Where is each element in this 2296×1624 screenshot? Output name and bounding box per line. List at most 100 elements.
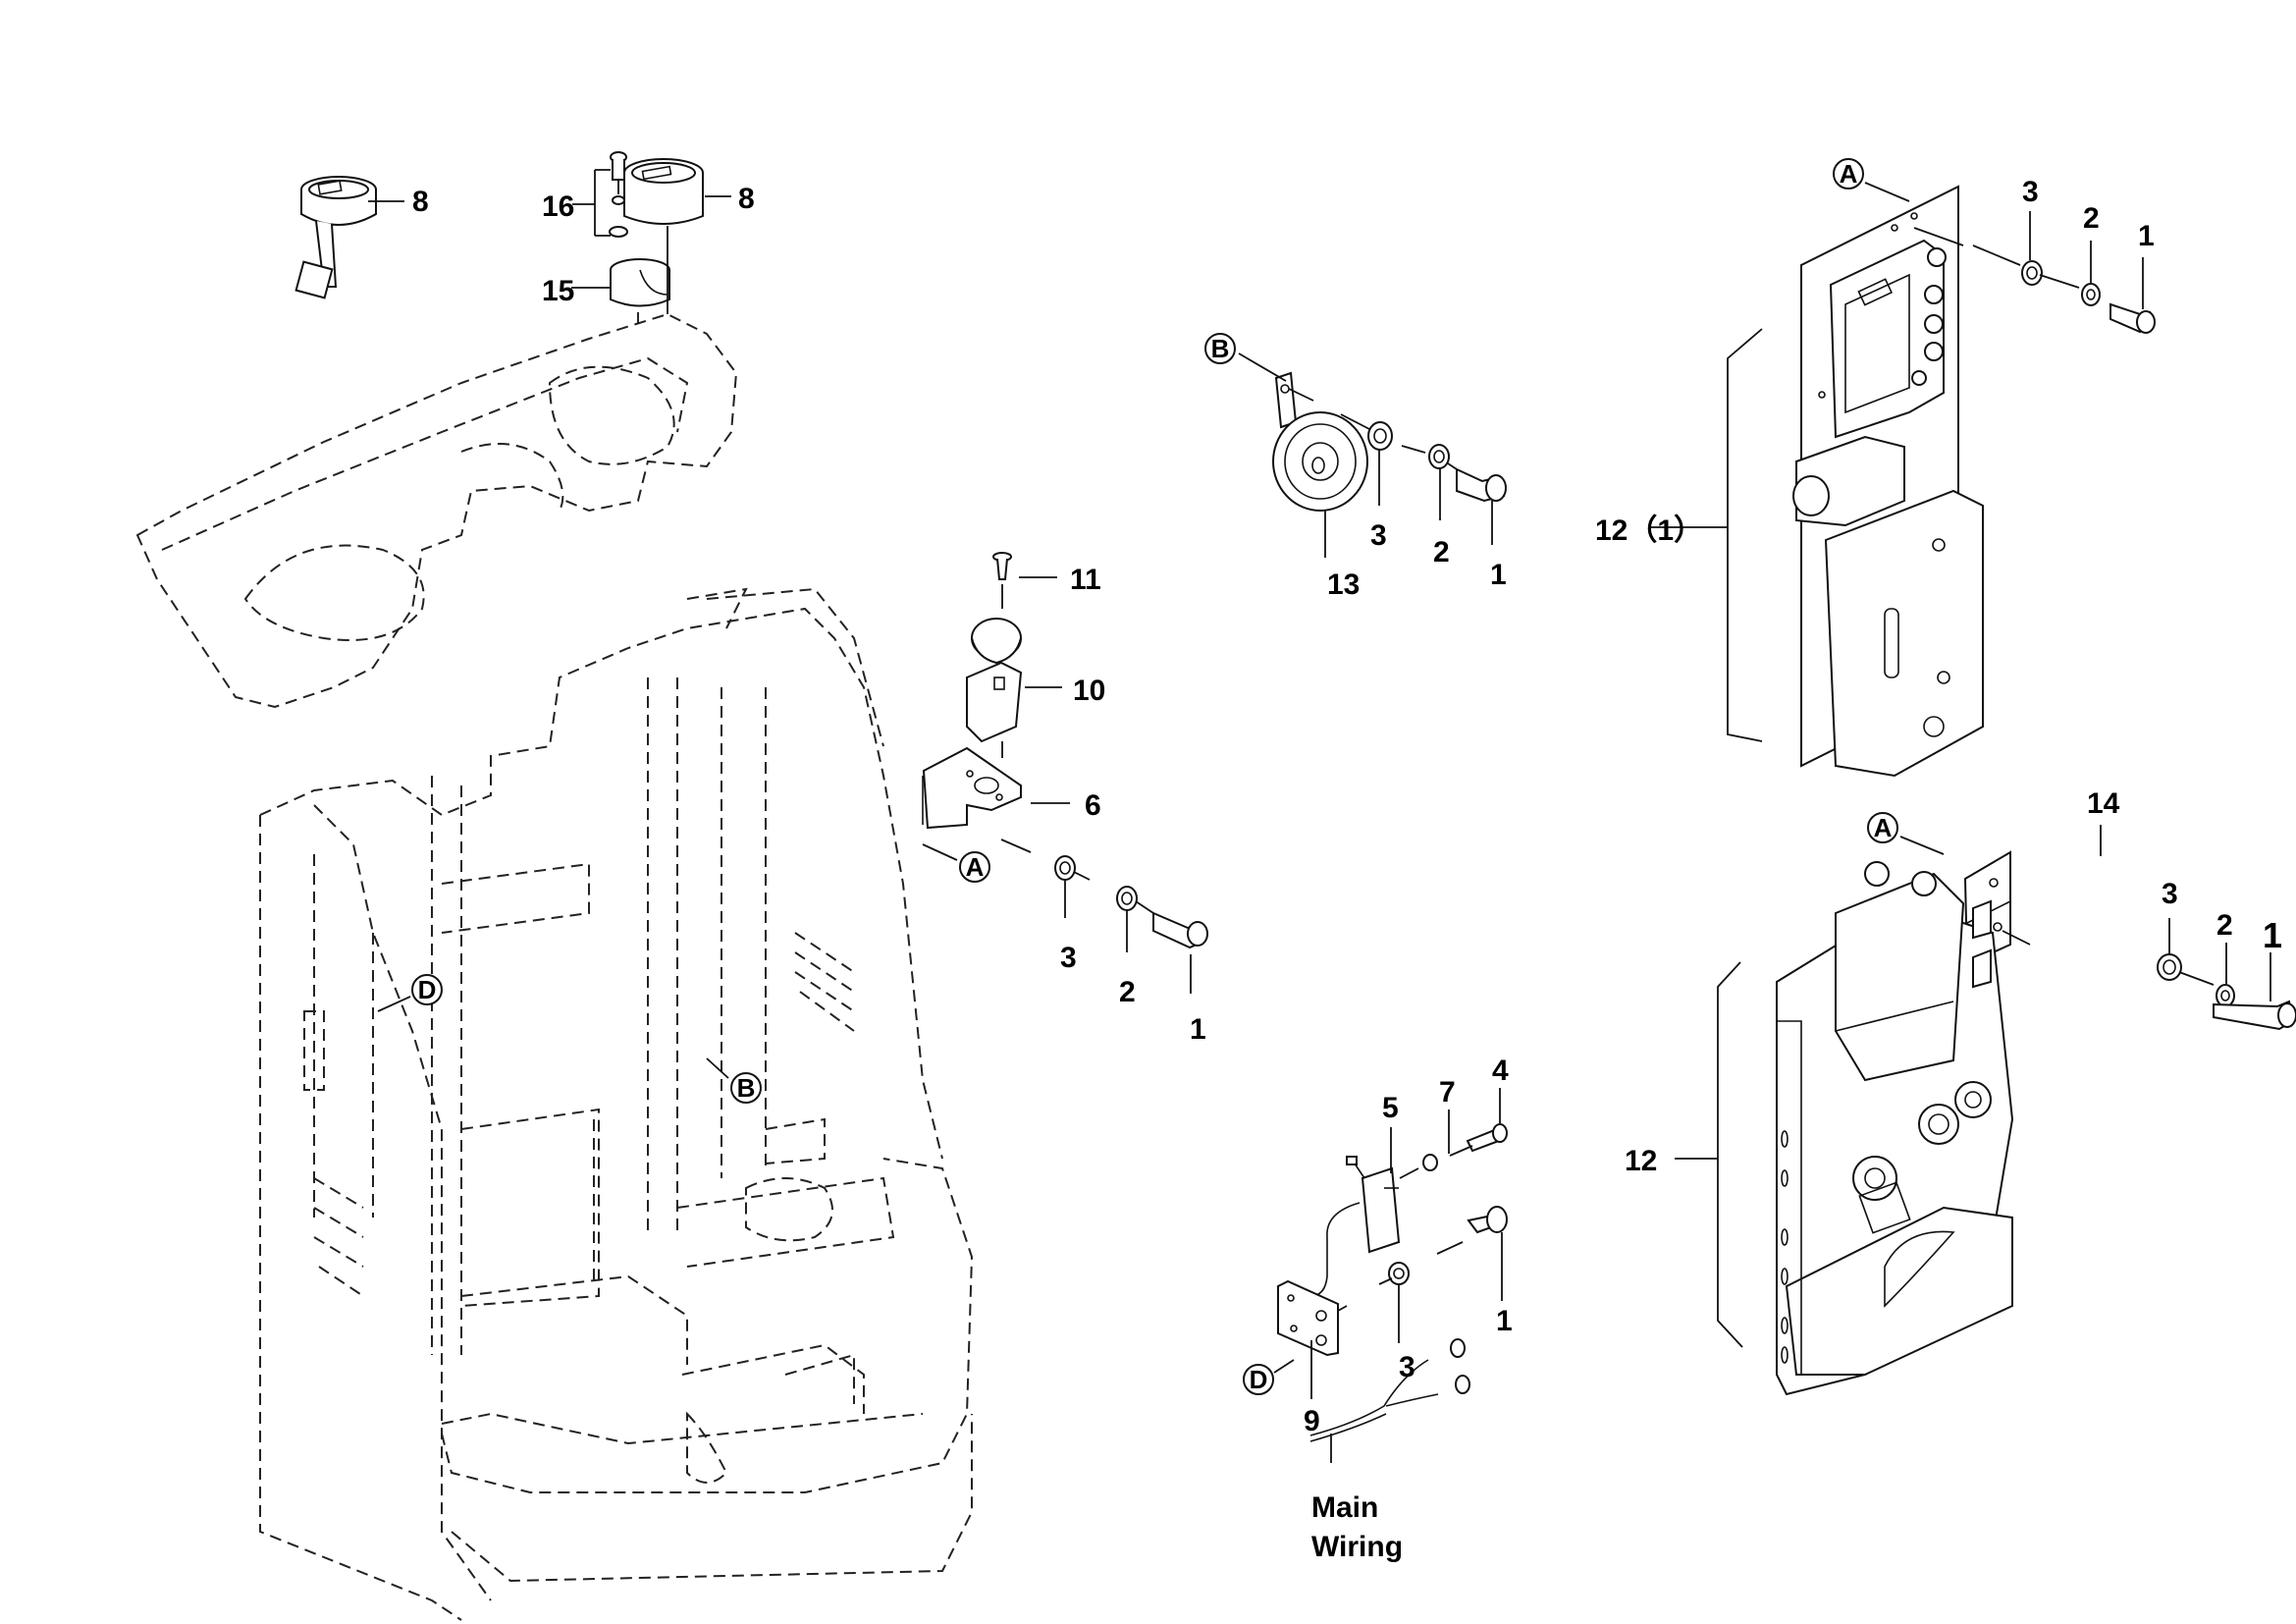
callout-controller-2: 12	[1625, 1145, 1718, 1177]
callout-label: 3	[1370, 519, 1387, 552]
reference-circle	[959, 851, 990, 883]
callout-bolt-1-d: 1	[2263, 915, 2282, 1001]
controller-1-bracket	[1727, 328, 1763, 742]
ref-d-frame: D	[377, 974, 443, 1012]
fasteners-c	[1972, 244, 2156, 334]
callout-washer-2-b: 2	[1433, 468, 1450, 568]
callout-bolt-1-e: 1	[1496, 1232, 1513, 1337]
ref-d-plate: D	[1243, 1359, 1295, 1395]
reference-leader	[1238, 352, 1287, 382]
callout-washer-3-d: 3	[2162, 878, 2178, 954]
reference-circle	[730, 1072, 762, 1104]
callout-label: 1	[1496, 1305, 1513, 1337]
reference-letter: A	[1840, 159, 1858, 189]
callout-label: 2	[2083, 202, 2100, 235]
reference-leader	[1899, 836, 1945, 855]
controller-2-bracket	[1717, 961, 1743, 1348]
main-wiring-label-line1: Main	[1311, 1491, 1378, 1524]
screw-set-16	[609, 151, 628, 238]
callout-label: 12（1）	[1595, 514, 1703, 547]
callout-label: 3	[2022, 176, 2039, 208]
switch-plate-9	[1277, 1279, 1348, 1357]
reference-letter: D	[1250, 1365, 1268, 1394]
callout-label: 11	[1070, 564, 1101, 596]
callout-washer-2-d: 2	[2216, 909, 2233, 984]
switch-bracket-6	[922, 746, 1022, 830]
ref-a-controller-2: A	[1867, 812, 1945, 855]
callout-label: 1	[2138, 220, 2155, 252]
ref-b-horn: B	[1204, 333, 1287, 382]
callout-label: 5	[1382, 1092, 1399, 1124]
callout-label: 3	[1060, 942, 1077, 974]
reference-marker-layer: A B D B A A D	[377, 158, 1945, 1395]
emergency-switch-10	[966, 618, 1023, 758]
callout-label: 16	[542, 190, 574, 223]
callout-label: 9	[1304, 1405, 1320, 1437]
callout-controller-1: 12（1）	[1595, 514, 1728, 547]
callout-label: 7	[1439, 1076, 1456, 1109]
ref-a-controller-1: A	[1833, 158, 1910, 202]
callout-label: 8	[738, 183, 755, 215]
callout-meter-cup: 15	[542, 275, 611, 307]
callout-washer-3-b: 3	[1370, 450, 1387, 552]
callout-washer-3-e: 3	[1398, 1284, 1415, 1383]
callout-label: 10	[1073, 675, 1105, 707]
callout-label: 12	[1625, 1145, 1657, 1177]
truck-frame	[135, 312, 974, 1621]
callout-bolt-1-c: 1	[2138, 220, 2155, 309]
callout-label: 2	[1433, 536, 1450, 568]
callout-bolt-1-b: 1	[1490, 501, 1507, 591]
reference-leader	[377, 996, 411, 1012]
reference-letter: B	[1211, 334, 1230, 363]
callout-label: 6	[1085, 789, 1101, 822]
reference-letter: D	[418, 975, 437, 1004]
callout-label: 14	[2087, 787, 2120, 820]
controller-12	[1776, 861, 2014, 1396]
fasteners-d	[2002, 930, 2296, 1031]
callout-label: 2	[1119, 976, 1136, 1008]
reference-leader	[1273, 1359, 1295, 1374]
reference-circle	[411, 974, 443, 1005]
callout-screw-4: 4	[1492, 1055, 1509, 1124]
callout-label: 1	[1190, 1013, 1206, 1046]
reference-leader	[706, 1057, 729, 1079]
horn-13	[1272, 371, 1368, 512]
callout-meter-right: 8	[705, 183, 755, 215]
reference-leader	[1864, 182, 1910, 202]
callout-label: 8	[412, 186, 429, 218]
callout-screw-11: 11	[1019, 564, 1101, 596]
reference-letter: A	[1874, 813, 1893, 842]
callout-washer-3-a: 3	[1060, 880, 1077, 974]
reference-letter: B	[737, 1073, 756, 1103]
fasteners-e	[1378, 1123, 1508, 1285]
meter-cup-15	[610, 226, 670, 324]
reference-letter: A	[966, 852, 985, 882]
callout-washer-7: 7	[1439, 1076, 1456, 1154]
main-wiring	[1309, 1338, 1470, 1463]
main-wiring-label-line2: Wiring	[1311, 1531, 1403, 1563]
callout-label: 13	[1327, 568, 1360, 601]
callout-screw-set: 16	[542, 169, 611, 237]
ref-b-frame: B	[706, 1057, 762, 1104]
callout-washer-3-c: 3	[2022, 176, 2039, 260]
callout-label: 15	[542, 275, 574, 307]
reference-leader	[922, 843, 958, 861]
callout-emergency-switch: 10	[1025, 675, 1105, 707]
callout-bolt-1-a: 1	[1190, 954, 1206, 1046]
callout-label: 1	[2263, 915, 2282, 955]
callout-label: 3	[1399, 1351, 1415, 1383]
callout-horn: 13	[1324, 511, 1360, 601]
callout-micro-switch: 5	[1382, 1092, 1399, 1173]
hour-meter-left	[294, 176, 377, 299]
fasteners-a	[1000, 839, 1208, 949]
callout-switch-plate: 9	[1304, 1340, 1320, 1437]
callout-label: 4	[1492, 1055, 1509, 1087]
reference-circle	[1833, 158, 1864, 189]
callout-label: 1	[1490, 559, 1507, 591]
reference-circle	[1243, 1364, 1274, 1395]
hour-meter-right	[623, 158, 704, 225]
callout-label: 2	[2216, 909, 2233, 942]
ref-a-frame: A	[922, 843, 990, 883]
